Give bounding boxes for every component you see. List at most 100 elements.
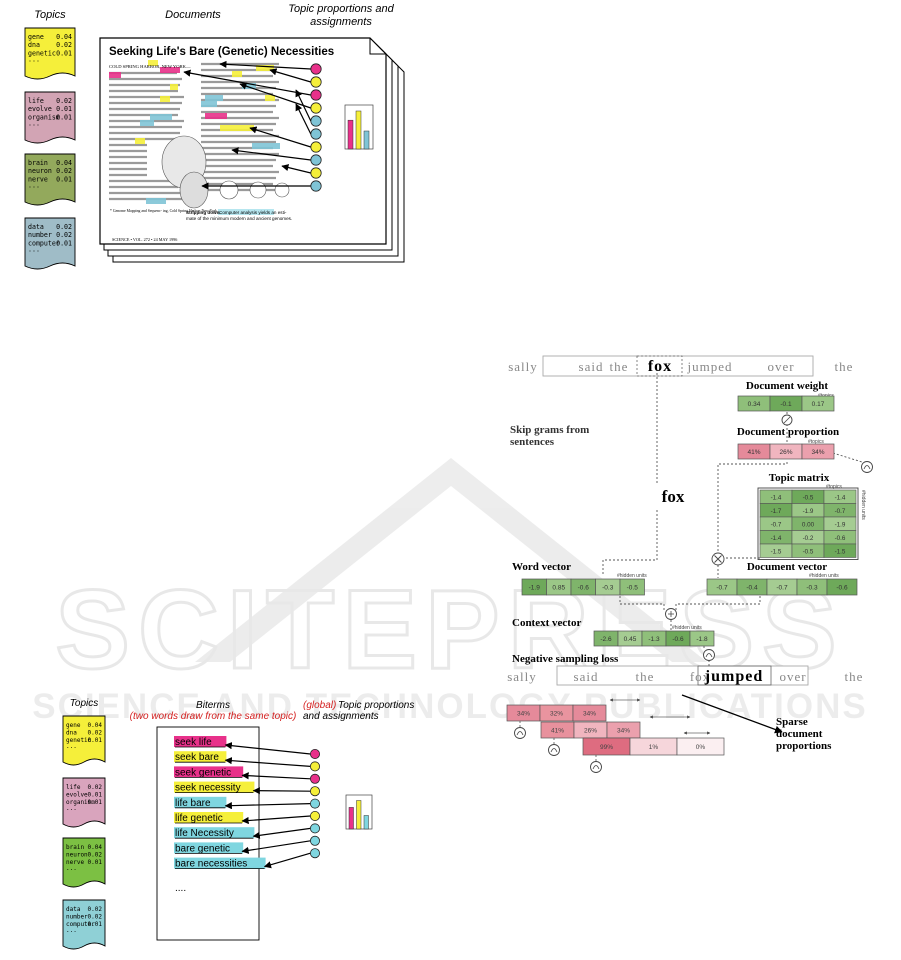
btm-assignment-arrow bbox=[263, 852, 311, 869]
btm-topic-more: ... bbox=[66, 927, 77, 934]
context-vector-cell bbox=[689, 630, 715, 647]
btm-topic-prob: 0.04 bbox=[88, 722, 103, 729]
context-vector-value: -1.3 bbox=[648, 636, 660, 643]
btm-biterms-heading: Biterms bbox=[196, 700, 230, 711]
lda-topic-more: ... bbox=[28, 246, 40, 254]
sparse-label-line1: Sparse bbox=[776, 716, 808, 728]
fox-label: fox bbox=[662, 487, 685, 506]
sentence-bottom-word: over bbox=[779, 669, 806, 684]
doc-word-highlight bbox=[201, 101, 217, 107]
sentence-bottom-window-box bbox=[556, 665, 809, 686]
btm-assignment-arrow bbox=[224, 742, 311, 755]
context-vector-value: -2.6 bbox=[600, 636, 612, 643]
topic-matrix-value: -0.7 bbox=[835, 508, 846, 515]
flow-fox-to-word bbox=[602, 510, 658, 576]
doc-proportion-value: 41% bbox=[747, 449, 760, 456]
sparse-value: 99% bbox=[600, 744, 613, 751]
topic-matrix-topics-caption: #topics bbox=[826, 484, 842, 490]
lda-proportions-heading-line1: Topic proportions and bbox=[288, 3, 394, 15]
lda-topic-word: life bbox=[28, 97, 44, 105]
softmax-node-slash bbox=[783, 416, 791, 424]
word-vector-cell bbox=[619, 578, 645, 596]
btm-topic-word: evolve bbox=[66, 792, 88, 799]
sparse-entropy-glyph bbox=[516, 731, 524, 736]
btm-topic-card bbox=[62, 777, 106, 828]
sparse-cell bbox=[572, 704, 607, 722]
btm-topics-heading: Topics bbox=[70, 698, 99, 709]
btm-topic-more: ... bbox=[66, 805, 77, 812]
biterm-highlight bbox=[174, 796, 227, 808]
btm-assignment-circle bbox=[309, 786, 320, 797]
doc-vector-value: -0.7 bbox=[776, 585, 788, 592]
word-vector-value: 0.85 bbox=[552, 585, 565, 592]
doc-vector-hidden-caption: #hidden units bbox=[809, 573, 839, 579]
lda-assignment-arrow bbox=[295, 89, 312, 122]
word-vector-hidden-caption: #hidden units bbox=[617, 573, 647, 579]
lda-assignment-circles bbox=[310, 63, 322, 192]
sparse-entropy-glyph bbox=[550, 748, 558, 753]
doc-vector-value: -0.6 bbox=[836, 585, 848, 592]
word-vector-value: -1.9 bbox=[529, 585, 541, 592]
document-footnote: * Genome Mapping and Sequenc- ing, Cold … bbox=[110, 209, 238, 214]
doc-weight-label: Document weight bbox=[746, 380, 829, 392]
topic-matrix-value: -1.4 bbox=[771, 535, 782, 542]
sparse-arrow bbox=[681, 694, 783, 734]
lda-topic-prob: 0.01 bbox=[56, 113, 72, 121]
lda-proportions-heading-line2: assignments bbox=[310, 16, 372, 28]
doc-weight-value: 0.34 bbox=[748, 401, 761, 408]
doc-vector: -0.7-0.4-0.7-0.3-0.6 bbox=[706, 578, 858, 596]
lda-assignment-circle bbox=[310, 115, 322, 127]
sentence-top-word: the bbox=[835, 359, 854, 374]
doc-weight-value: 0.17 bbox=[812, 401, 825, 408]
neg-sampling-label: Negative sampling loss bbox=[512, 653, 619, 665]
genome-circle-a bbox=[219, 180, 239, 200]
btm-diagram: Topics Biterms (two words draw from the … bbox=[62, 698, 414, 950]
btm-topic-word: organism bbox=[66, 799, 95, 806]
sparse-label-line3: proportions bbox=[776, 740, 832, 752]
topic-matrix-hidden-caption: #hidden units bbox=[860, 490, 866, 520]
btm-proportion-bar bbox=[356, 800, 362, 830]
biterm-text: seek life bbox=[175, 737, 212, 748]
doc-word-highlight bbox=[140, 120, 154, 126]
btm-assignment-arrow bbox=[224, 757, 311, 767]
topic-matrix-value: -1.5 bbox=[771, 548, 782, 555]
document-caption-2: Computer analysis yields an esti- bbox=[219, 210, 287, 215]
sparse-value: 34% bbox=[517, 711, 530, 718]
btm-topic-more: ... bbox=[66, 865, 77, 872]
btm-topic-prob: 0.02 bbox=[88, 784, 103, 791]
btm-topic-proportion-chart bbox=[345, 794, 373, 830]
doc-word-highlight bbox=[160, 67, 180, 73]
topic-matrix-value: -0.7 bbox=[771, 521, 782, 528]
lda-assignment-arrows bbox=[183, 60, 312, 190]
biterm-highlight bbox=[174, 781, 255, 793]
sparse-entropy-node bbox=[590, 761, 602, 773]
lda-assignment-circle bbox=[310, 63, 322, 75]
sentence-bottom-word: said bbox=[574, 669, 599, 684]
sentence-top-word: over bbox=[767, 359, 794, 374]
sentence-top-word: sally bbox=[508, 359, 538, 374]
sparse-doc-proportions: 34%32%34%41%26%34%99%1%0% bbox=[506, 698, 725, 773]
doc-vector-cell bbox=[826, 578, 858, 596]
btm-proportion-bar bbox=[363, 815, 369, 830]
btm-assignment-circle bbox=[309, 835, 320, 846]
word-vector-value: -0.5 bbox=[627, 585, 639, 592]
topic-matrix-value: -1.7 bbox=[771, 508, 782, 515]
btm-assignment-circle bbox=[309, 761, 320, 772]
sparse-value: 34% bbox=[583, 711, 596, 718]
watermark-sub-text: SCIENCE AND TECHNOLOGY PUBLICATIONS bbox=[32, 687, 868, 726]
btm-topic-more: ... bbox=[66, 743, 77, 750]
document-page-fold bbox=[369, 38, 386, 55]
lda-topic-prob: 0.04 bbox=[56, 159, 72, 167]
doc-proportion-vector: 41%26%34% bbox=[737, 443, 835, 460]
doc-word-highlight bbox=[256, 65, 274, 71]
lda-proportion-bar bbox=[363, 130, 370, 150]
sentence-top-word: said bbox=[579, 359, 604, 374]
lda-proportion-bar bbox=[347, 119, 354, 150]
btm-topic-card bbox=[62, 715, 106, 766]
lda-topic-word: evolve bbox=[28, 105, 52, 113]
lda-topic-more: ... bbox=[28, 182, 40, 190]
btm-topic-prob: 0.01 bbox=[88, 859, 103, 866]
